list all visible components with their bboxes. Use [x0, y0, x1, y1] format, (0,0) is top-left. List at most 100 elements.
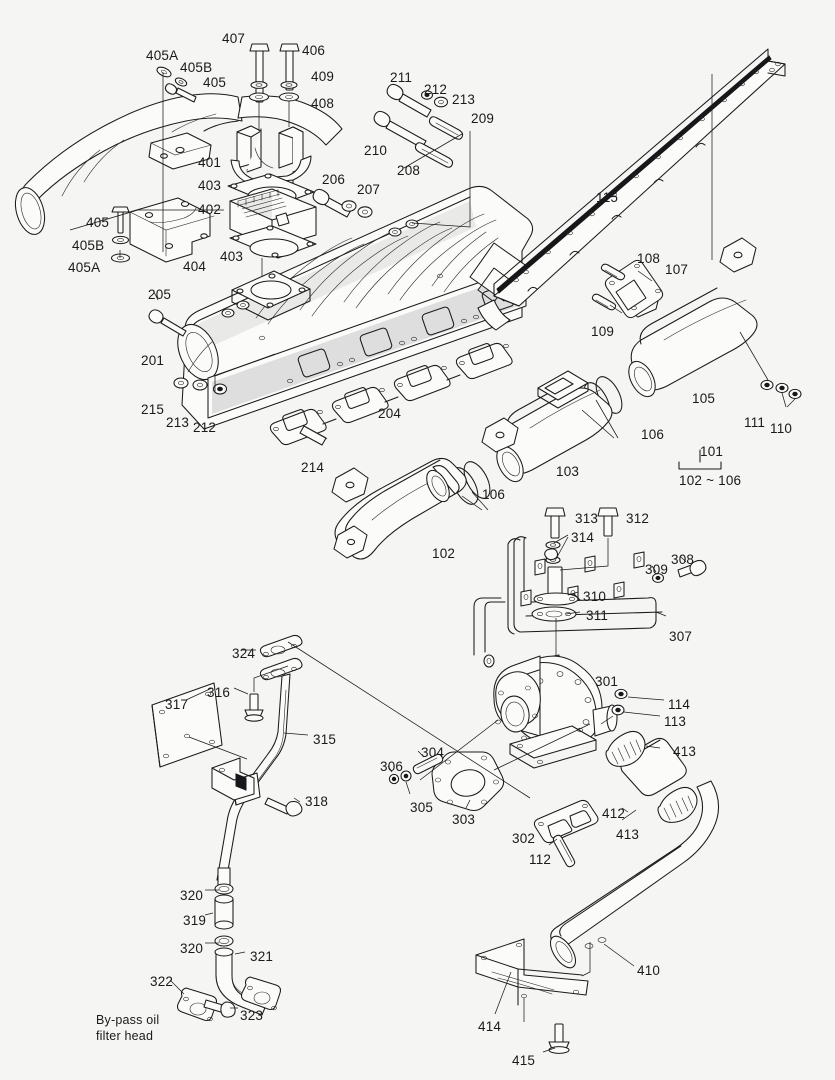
callout-320-top: 320 — [180, 888, 204, 903]
manifold-studs — [221, 219, 419, 318]
callout-110: 110 — [770, 421, 793, 436]
callout-405b-left: 405B — [72, 238, 105, 253]
fasteners-206-207 — [312, 188, 373, 218]
fastener-214 — [299, 425, 328, 446]
part-301-turbocharger — [387, 655, 665, 868]
callout-109: 109 — [591, 324, 615, 339]
callout-207: 207 — [357, 182, 381, 197]
callout-205: 205 — [148, 287, 172, 302]
callout-204: 204 — [378, 406, 402, 421]
callout-317: 317 — [165, 697, 189, 712]
callout-318: 318 — [305, 794, 329, 809]
callout-304: 304 — [421, 745, 445, 760]
callout-212-top: 212 — [424, 82, 448, 97]
part-315-oil-pipe — [151, 634, 531, 1022]
fastener-405-left — [110, 206, 131, 263]
callout-106-left: 106 — [482, 487, 506, 502]
callout-405a-left: 405A — [68, 260, 101, 275]
callout-209: 209 — [471, 111, 495, 126]
callout-107: 107 — [665, 262, 689, 277]
callout-412: 412 — [602, 806, 626, 821]
callout-322: 322 — [150, 974, 174, 989]
callout-211: 211 — [390, 70, 413, 85]
part-intake-manifold — [148, 185, 534, 446]
part-307-oil-line — [473, 507, 707, 676]
group-bracket-top-label: 101 — [700, 444, 724, 459]
callout-414: 414 — [478, 1019, 502, 1034]
callout-319: 319 — [183, 913, 207, 928]
callout-214: 214 — [301, 460, 325, 475]
callout-115: 115 — [596, 190, 619, 205]
callout-206: 206 — [322, 172, 346, 187]
part-air-duct-elbow — [14, 66, 343, 263]
fastener-205 — [148, 291, 187, 337]
callout-306: 306 — [380, 759, 404, 774]
callout-407: 407 — [222, 31, 246, 46]
callout-112: 112 — [529, 852, 552, 867]
callout-315: 315 — [313, 732, 337, 747]
callout-307: 307 — [669, 629, 693, 644]
callout-212-bottom: 212 — [193, 420, 217, 435]
callout-301: 301 — [595, 674, 619, 689]
note-line-1: By-pass oil — [96, 1013, 160, 1027]
group-bracket-101 — [678, 449, 722, 470]
part-204-gasket — [269, 299, 513, 446]
callout-321: 321 — [250, 949, 274, 964]
callout-413-bottom: 413 — [616, 827, 640, 842]
callout-410: 410 — [637, 963, 661, 978]
fasteners-212-215 — [173, 377, 228, 395]
callout-208: 208 — [397, 163, 421, 178]
part-intake-heater-assembly — [227, 125, 317, 308]
callout-408: 408 — [311, 96, 335, 111]
callout-309: 309 — [645, 562, 669, 577]
callout-113: 113 — [664, 714, 687, 729]
callout-102: 102 — [432, 546, 456, 561]
callout-405-top: 405 — [203, 75, 227, 90]
callout-311: 311 — [586, 608, 609, 623]
callout-415: 415 — [512, 1053, 536, 1068]
note-line-2: filter head — [96, 1028, 154, 1043]
fastener-405-upper — [156, 66, 197, 103]
callout-213-bottom: 213 — [166, 415, 190, 430]
group-bracket-range-label: 102 ~ 106 — [679, 473, 742, 488]
callout-413-top: 413 — [673, 744, 697, 759]
callout-409: 409 — [311, 69, 335, 84]
callout-316: 316 — [207, 685, 231, 700]
callout-213-top: 213 — [452, 92, 476, 107]
callout-320-bottom: 320 — [180, 941, 204, 956]
callout-313: 313 — [575, 511, 599, 526]
callout-402: 402 — [198, 202, 222, 217]
callout-323: 323 — [240, 1008, 264, 1023]
callout-406: 406 — [302, 43, 326, 58]
part-412-hose — [605, 730, 698, 823]
part-exhaust-pipes — [331, 237, 802, 560]
callout-201: 201 — [141, 353, 165, 368]
callout-108: 108 — [637, 251, 661, 266]
callout-405b-top: 405B — [180, 60, 213, 75]
callout-312: 312 — [626, 511, 650, 526]
callout-114: 114 — [668, 697, 691, 712]
callout-405a-top: 405A — [146, 48, 179, 63]
callout-403-top: 403 — [198, 178, 222, 193]
callout-105: 105 — [692, 391, 716, 406]
callout-405-left: 405 — [86, 215, 110, 230]
part-410-exhaust-tube — [475, 780, 720, 1054]
callout-106-right: 106 — [641, 427, 665, 442]
callout-210: 210 — [364, 143, 388, 158]
callout-310: 310 — [583, 589, 607, 604]
callout-314: 314 — [571, 530, 595, 545]
callout-111: 111 — [744, 415, 766, 430]
callout-215: 215 — [141, 402, 165, 417]
callout-324: 324 — [232, 646, 256, 661]
callout-103: 103 — [556, 464, 580, 479]
bypass-oil-filter-head-note: By-pass oil filter head — [96, 1013, 159, 1044]
callout-303: 303 — [452, 812, 476, 827]
callout-403-bottom: 403 — [220, 249, 244, 264]
fasteners-406-409 — [248, 43, 300, 131]
callout-305: 305 — [410, 800, 434, 815]
callout-308: 308 — [671, 552, 695, 567]
part-115-gasket-strip — [493, 48, 786, 307]
